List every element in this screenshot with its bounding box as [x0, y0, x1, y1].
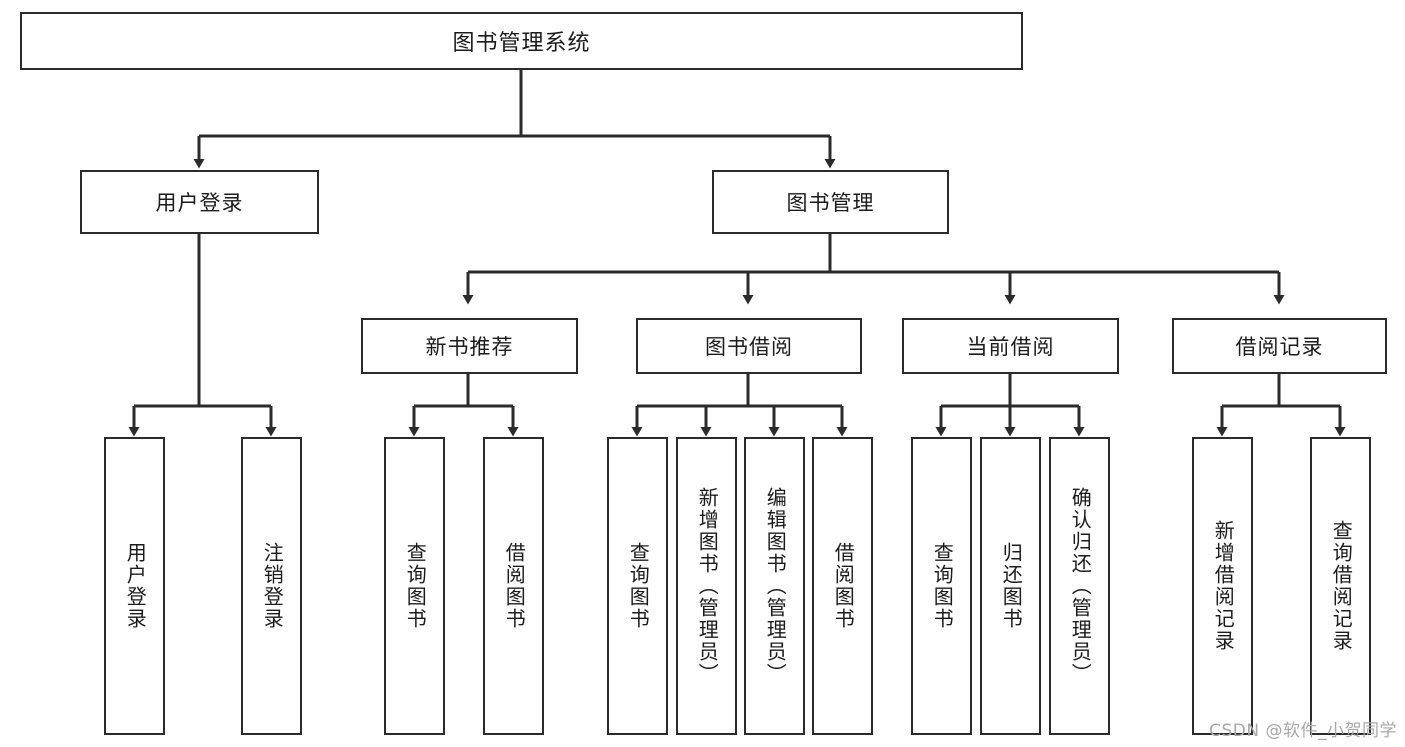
- leaf-query-book-1-label: 查询图书: [403, 542, 428, 630]
- leaf-edit-book-label: 编辑图书（管理员）: [763, 487, 788, 685]
- leaf-add-book[interactable]: 新增图书（管理员）: [676, 437, 737, 735]
- leaf-add-record-label: 新增借阅记录: [1211, 520, 1236, 652]
- leaf-user-login-label: 用户登录: [123, 542, 148, 630]
- leaf-confirm-return-label: 确认归还（管理员）: [1068, 487, 1093, 685]
- leaf-return-book[interactable]: 归还图书: [980, 437, 1041, 735]
- leaf-query-book-2[interactable]: 查询图书: [607, 437, 668, 735]
- node-new-book-rec[interactable]: 新书推荐: [361, 318, 578, 374]
- leaf-add-record[interactable]: 新增借阅记录: [1192, 437, 1253, 735]
- leaf-query-book-3[interactable]: 查询图书: [911, 437, 972, 735]
- leaf-confirm-return[interactable]: 确认归还（管理员）: [1049, 437, 1110, 735]
- node-current-borrow[interactable]: 当前借阅: [902, 318, 1119, 374]
- leaf-logout[interactable]: 注销登录: [241, 437, 302, 735]
- node-book-borrow-label: 图书借阅: [705, 335, 793, 359]
- node-new-book-rec-label: 新书推荐: [425, 335, 514, 359]
- node-current-borrow-label: 当前借阅: [966, 335, 1055, 359]
- node-borrow-record[interactable]: 借阅记录: [1172, 318, 1387, 374]
- node-borrow-record-label: 借阅记录: [1235, 335, 1324, 359]
- node-user-login-label: 用户登录: [155, 191, 244, 215]
- leaf-return-book-label: 归还图书: [999, 542, 1024, 630]
- csdn-watermark: CSDN @软件_小贺同学: [1209, 721, 1397, 741]
- leaf-query-book-1[interactable]: 查询图书: [384, 437, 445, 735]
- node-root-label: 图书管理系统: [452, 31, 591, 56]
- leaf-borrow-book-2-label: 借阅图书: [831, 542, 856, 630]
- leaf-query-book-3-label: 查询图书: [930, 542, 955, 630]
- node-book-manage-label: 图书管理: [786, 191, 875, 215]
- node-book-manage[interactable]: 图书管理: [712, 170, 949, 234]
- leaf-logout-label: 注销登录: [260, 542, 285, 630]
- leaf-borrow-book-1-label: 借阅图书: [502, 542, 527, 630]
- leaf-query-book-2-label: 查询图书: [626, 542, 651, 630]
- leaf-borrow-book-2[interactable]: 借阅图书: [812, 437, 873, 735]
- leaf-edit-book[interactable]: 编辑图书（管理员）: [744, 437, 805, 735]
- leaf-borrow-book-1[interactable]: 借阅图书: [483, 437, 544, 735]
- node-root[interactable]: 图书管理系统: [20, 12, 1023, 70]
- leaf-add-book-label: 新增图书（管理员）: [695, 487, 720, 685]
- leaf-query-record-label: 查询借阅记录: [1329, 520, 1354, 652]
- leaf-query-record[interactable]: 查询借阅记录: [1310, 437, 1371, 735]
- leaf-user-login[interactable]: 用户登录: [104, 437, 165, 735]
- node-book-borrow[interactable]: 图书借阅: [636, 318, 862, 374]
- node-user-login[interactable]: 用户登录: [80, 170, 319, 234]
